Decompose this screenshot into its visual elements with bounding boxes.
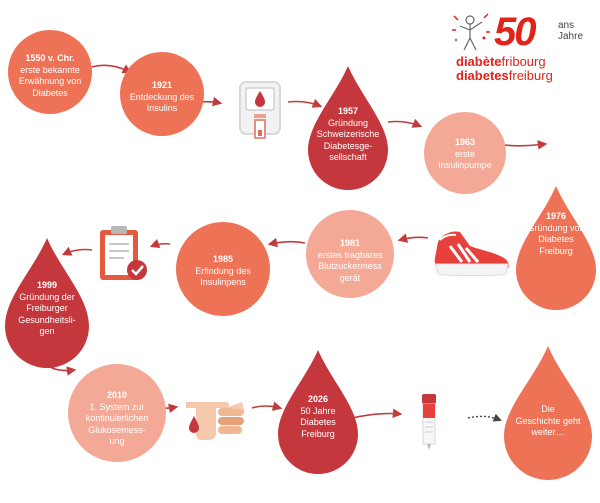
logo-de-light: freiburg bbox=[508, 68, 553, 83]
timeline-node-1550bc: 1550 v. Chr. erste bekannte Erwähnung vo… bbox=[8, 30, 92, 114]
test-tube-icon bbox=[422, 394, 436, 450]
timeline-node-1981: 1981 erstes tragbares Blutzuckermess ger… bbox=[306, 210, 394, 298]
node-year: 1957 bbox=[337, 106, 359, 116]
node-year: 1921 bbox=[151, 80, 173, 90]
arrow-1981-1985 bbox=[267, 237, 306, 248]
timeline-node-2010: 2010 1. System zur kontinuierlichen Gluk… bbox=[68, 364, 166, 462]
node-shape bbox=[504, 346, 592, 480]
arrow-1550-1921 bbox=[91, 64, 133, 74]
timeline-node-1999: 1999 Gründung der Freiburger Gesundheits… bbox=[5, 238, 89, 368]
node-shape bbox=[176, 222, 270, 316]
node-text: Entdeckung des Insulins bbox=[129, 91, 195, 114]
arrow-clipboard-1999 bbox=[61, 246, 93, 256]
node-shape bbox=[8, 30, 92, 114]
clipboard-check-icon bbox=[100, 226, 147, 280]
finger-blood-drop-icon bbox=[186, 402, 244, 440]
logo-unit-fr: ans bbox=[558, 20, 575, 31]
timeline-node-future: Die Geschichte geht weiter… bbox=[504, 346, 592, 480]
node-shape bbox=[120, 52, 204, 136]
node-text: Gründung von Diabetes Freiburg bbox=[527, 222, 585, 256]
node-text: 50 Jahre Diabetes Freiburg bbox=[300, 405, 336, 439]
logo-anniversary-number: 50 bbox=[494, 10, 536, 54]
node-year: 1963 bbox=[454, 137, 476, 147]
node-shape bbox=[278, 350, 358, 474]
node-year: 1981 bbox=[339, 238, 361, 248]
node-shape bbox=[306, 210, 394, 298]
node-text: 1. System zur kontinuierlichen Glukoseme… bbox=[85, 401, 149, 447]
arrow-tube-future bbox=[467, 413, 502, 422]
node-text: erstes tragbares Blutzuckermess gerät bbox=[317, 249, 383, 283]
logo: 50 ans Jahre diabètefribourg diabetesfre… bbox=[448, 10, 593, 85]
node-text: Erfindung des Insulinpens bbox=[195, 265, 251, 288]
node-shape bbox=[516, 186, 596, 310]
node-shape bbox=[5, 238, 89, 368]
logo-wordmark-de: diabetesfreiburg bbox=[456, 68, 553, 83]
timeline-node-1976: 1976 Gründung von Diabetes Freiburg bbox=[516, 186, 596, 310]
node-text: Gründung Schweizerische Diabetesge- sell… bbox=[316, 117, 380, 163]
timeline-node-1985: 1985 Erfindung des Insulinpens bbox=[176, 222, 270, 316]
celebration-figure-icon bbox=[452, 13, 490, 51]
timeline-node-1957: 1957 Gründung Schweizerische Diabetesge-… bbox=[308, 66, 388, 190]
logo-fr-light: fribourg bbox=[501, 54, 546, 69]
arrow-sneaker-1981 bbox=[397, 233, 429, 243]
node-year: 1999 bbox=[36, 280, 58, 290]
node-year: 1976 bbox=[545, 211, 567, 221]
node-shape bbox=[68, 364, 166, 462]
glucose-meter-icon bbox=[239, 81, 281, 139]
timeline-node-1921: 1921 Entdeckung des Insulins bbox=[120, 52, 204, 136]
arrow-meter-1957 bbox=[287, 98, 323, 108]
arrow-1957-1963 bbox=[387, 118, 423, 128]
logo-unit-de: Jahre bbox=[558, 31, 584, 42]
node-text: Die Geschichte geht weiter… bbox=[515, 404, 581, 437]
timeline-node-2026: 2026 50 Jahre Diabetes Freiburg bbox=[278, 350, 358, 474]
node-text: erste Insulinpumpe bbox=[438, 148, 492, 171]
node-shape bbox=[308, 66, 388, 190]
logo-wordmark-fr: diabètefribourg bbox=[456, 54, 546, 69]
logo-fr-bold: diabète bbox=[456, 54, 502, 69]
node-text: erste bekannte Erwähnung von Diabetes bbox=[18, 64, 82, 98]
arrow-1963-edge bbox=[504, 140, 548, 150]
node-year: 1985 bbox=[212, 254, 234, 264]
node-year: 1550 v. Chr. bbox=[25, 53, 75, 63]
timeline-node-1963: 1963 erste Insulinpumpe bbox=[424, 112, 506, 194]
node-year: 2010 bbox=[106, 390, 128, 400]
arrow-1985-clipboard bbox=[149, 238, 171, 248]
node-year: 2026 bbox=[307, 394, 329, 404]
arrow-2026-tube bbox=[351, 408, 403, 419]
arrow-1999-2010 bbox=[49, 366, 77, 376]
node-text: Gründung der Freiburger Gesundheitsli- g… bbox=[18, 291, 76, 337]
sneaker-icon bbox=[434, 231, 509, 276]
node-shape bbox=[424, 112, 506, 194]
logo-de-bold: diabetes bbox=[456, 68, 509, 83]
arrow-hand-2026 bbox=[251, 401, 283, 411]
